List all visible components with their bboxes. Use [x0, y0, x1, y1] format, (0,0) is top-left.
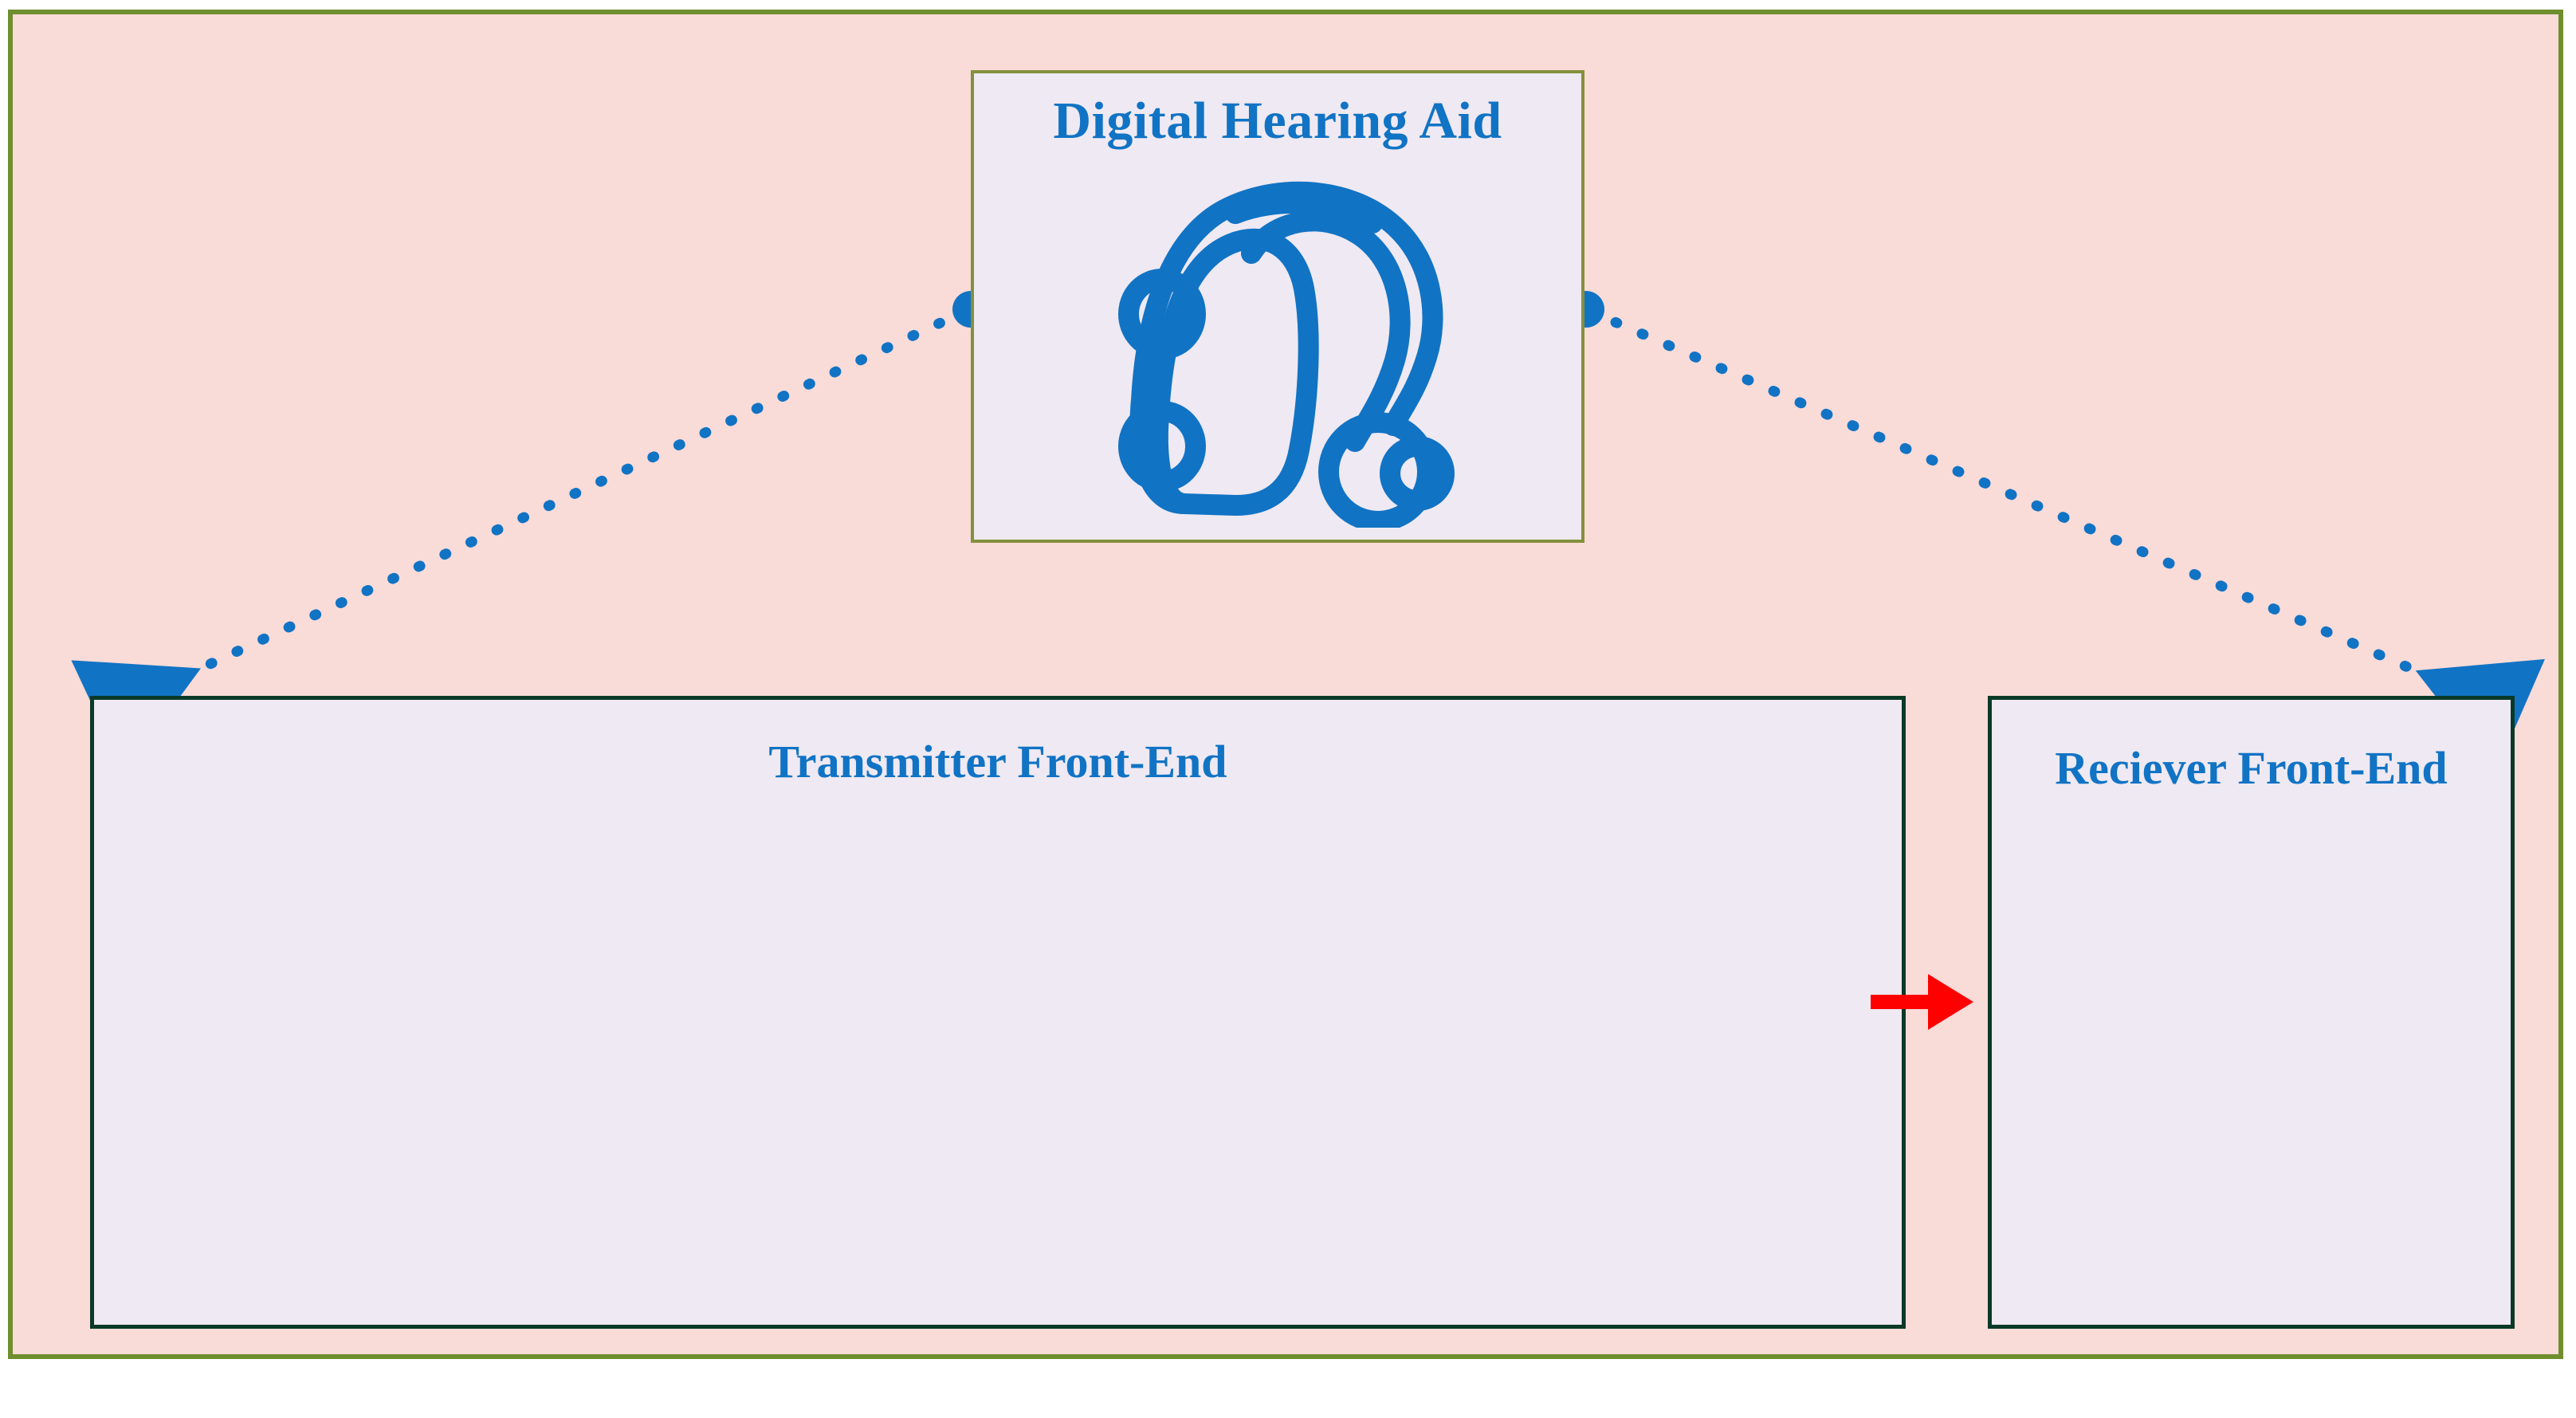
- hearing-aid-card: Digital Hearing Aid: [971, 70, 1584, 543]
- flow-arrow-5: [1871, 974, 1973, 1030]
- receiver-panel: Reciever Front-End: [1988, 696, 2515, 1329]
- hearing-aid-title: Digital Hearing Aid: [1053, 92, 1502, 150]
- transmitter-panel: Transmitter Front-End Amplifier: [90, 696, 1906, 1329]
- transmitter-panel-title: Transmitter Front-End: [768, 736, 1227, 788]
- receiver-panel-title: Reciever Front-End: [2055, 742, 2448, 794]
- hearing-aid-icon: [1118, 181, 1455, 528]
